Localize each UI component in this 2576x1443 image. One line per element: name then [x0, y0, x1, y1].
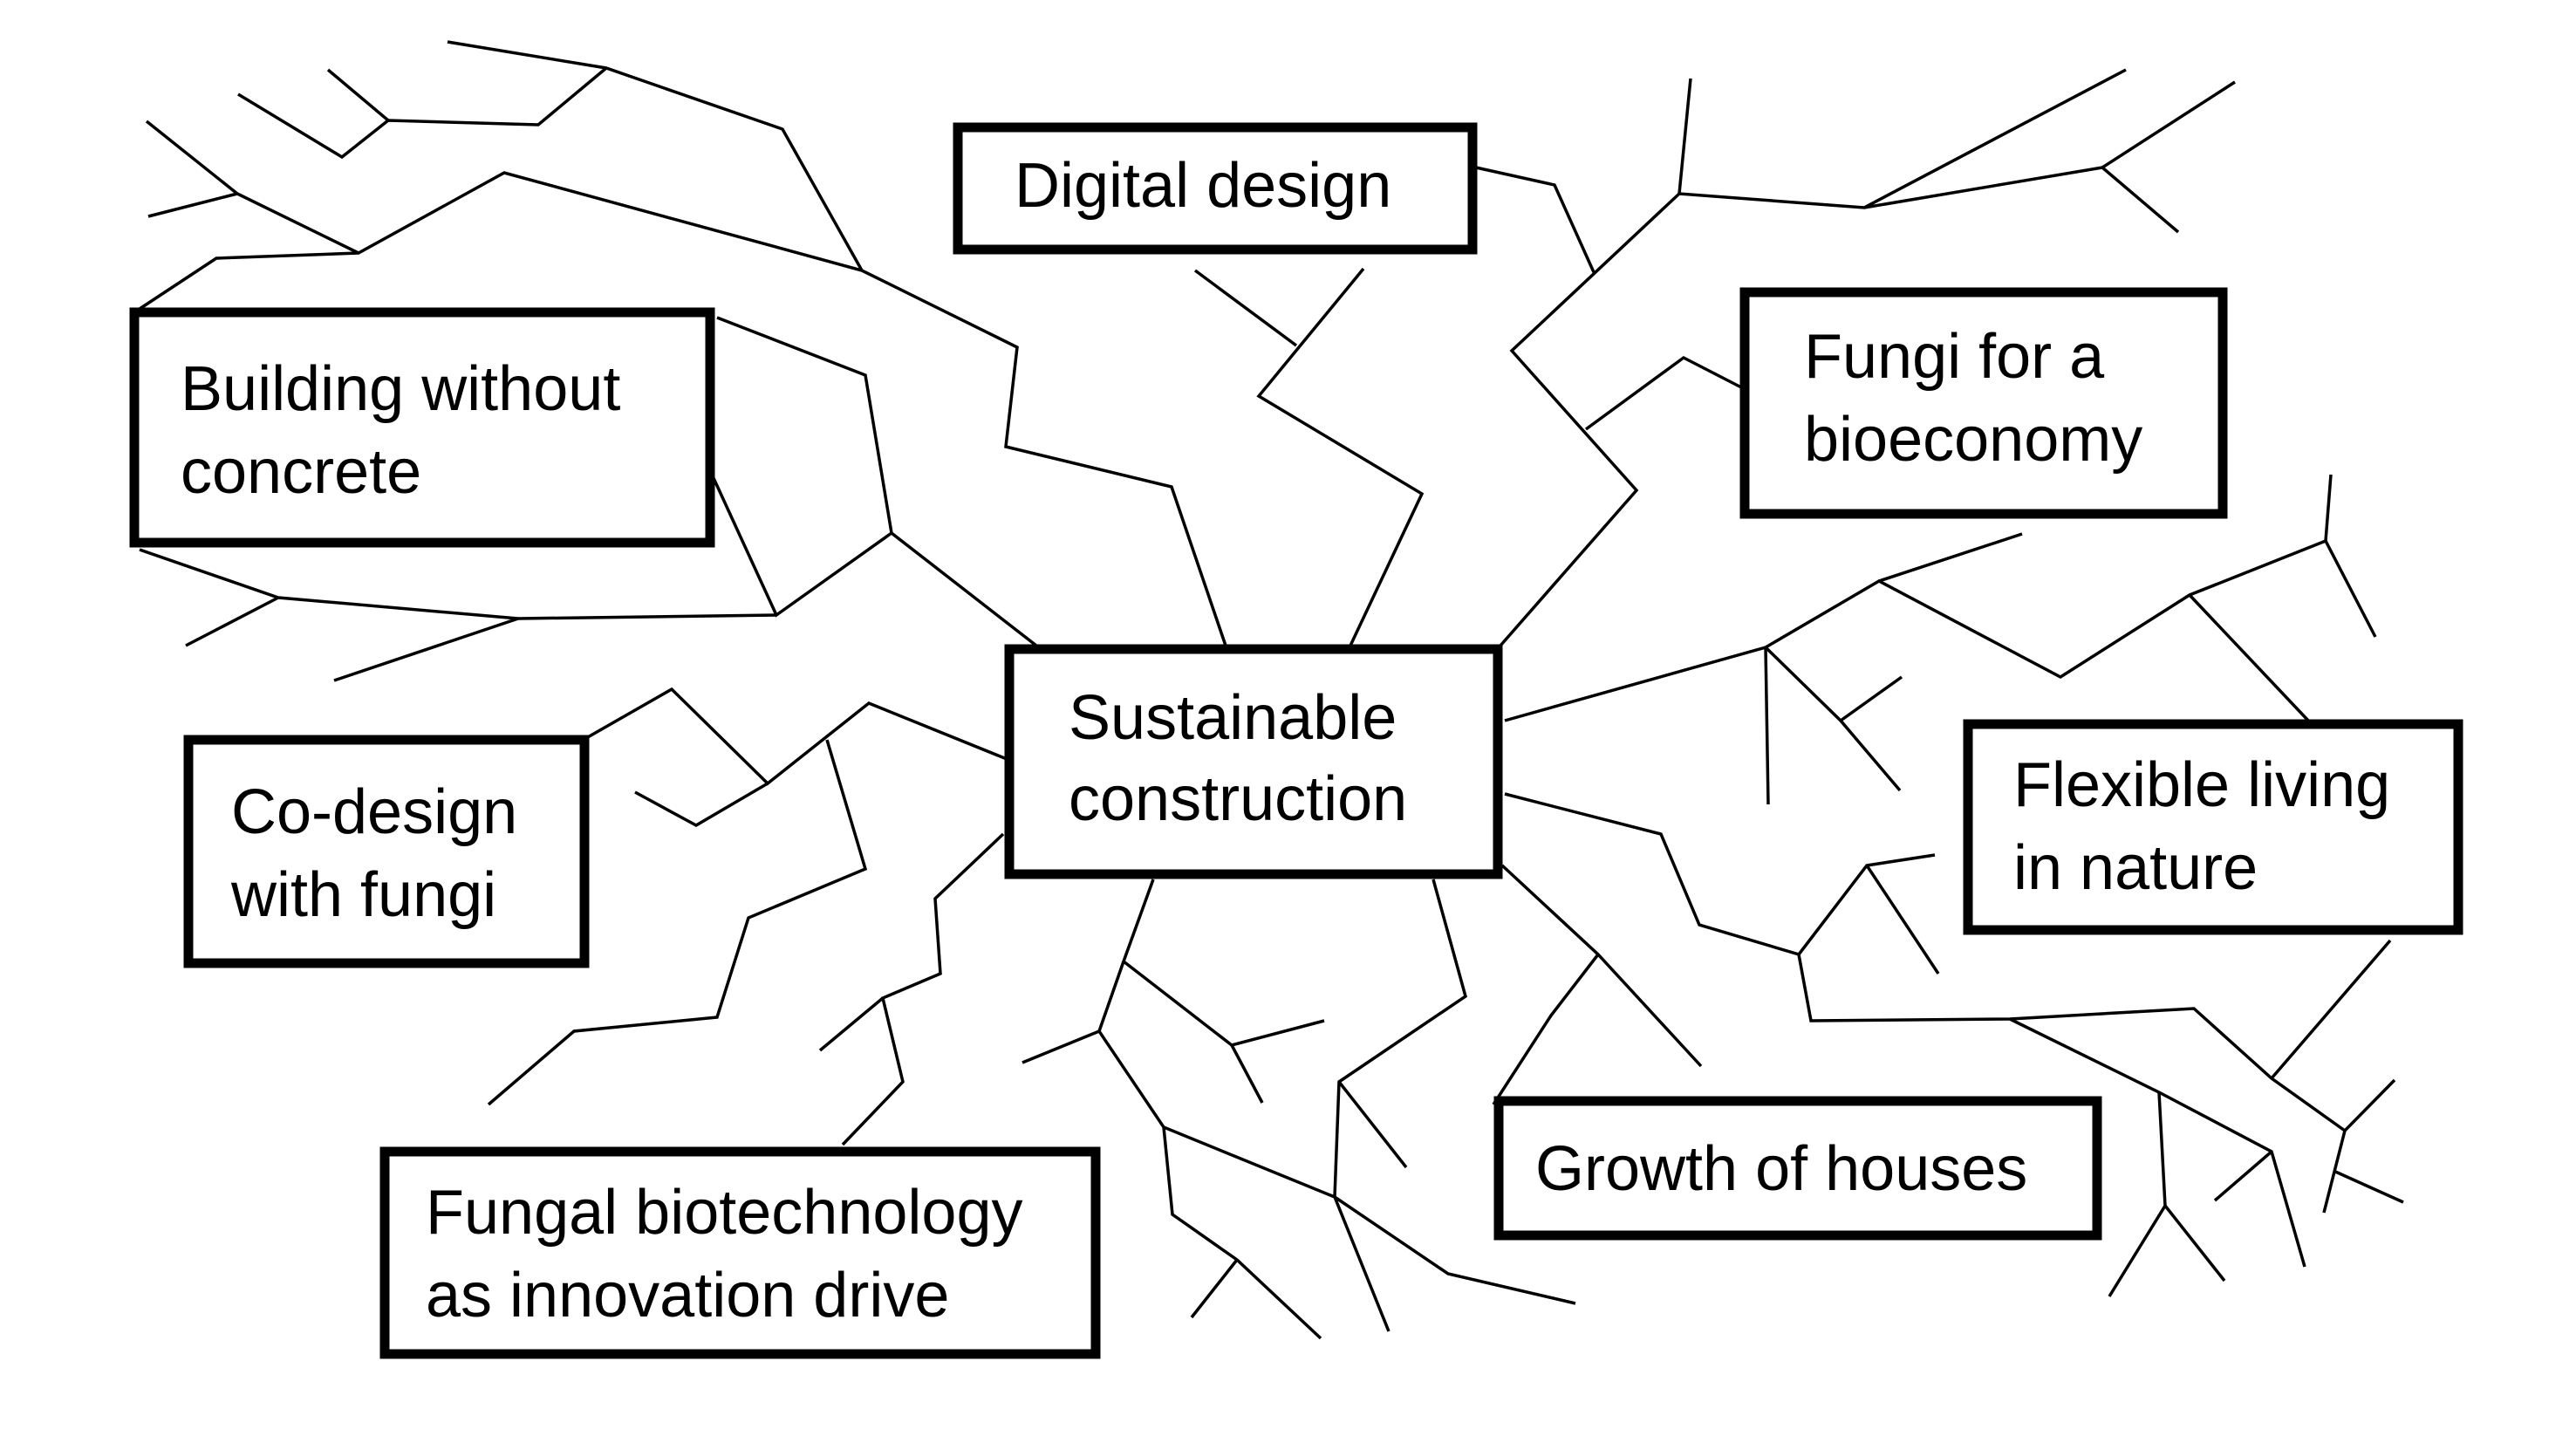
branch-left-mid-twig-2 — [333, 617, 519, 682]
node-sustainable-construction: Sustainable construction — [1004, 644, 1503, 879]
branch-left-mid-trunk — [716, 316, 1038, 647]
branch-lower-right-arm-3 — [2108, 1091, 2167, 1297]
node-flexible-line-2: in nature — [2013, 833, 2258, 903]
branch-digital-design-trunk — [1256, 267, 1425, 646]
branch-bottom-center-twig-1 — [1337, 1080, 1408, 1169]
branch-bottom-center-trunk-2 — [1097, 879, 1336, 1199]
branch-bioeconomy-twig-4 — [1584, 355, 1746, 431]
branch-bioeconomy-twig-3 — [1475, 166, 1595, 273]
node-flexible-living-in-nature: Flexible living in nature — [1963, 719, 2463, 935]
branch-lower-right-twig-4 — [2270, 939, 2392, 1080]
branch-left-mid-twig-1 — [185, 596, 279, 647]
node-digital-design: Digital design — [953, 122, 1478, 255]
branch-growth-arm — [1492, 953, 1600, 1105]
node-building-line-1: Building without — [181, 354, 620, 424]
branch-bottom-center-twig-2 — [1122, 960, 1325, 1047]
branch-upper-left-twig-1 — [237, 66, 608, 160]
node-bioeconomy-line-1: Fungi for a — [1804, 322, 2105, 392]
branch-upper-left-arm — [447, 40, 864, 271]
branch-digital-design-twig — [1193, 269, 1298, 347]
branch-lower-left-arm — [585, 687, 1008, 786]
node-fungal-biotechnology: Fungal biotechnology as innovation drive — [379, 1146, 1101, 1359]
center-node-line-2: construction — [1069, 764, 1407, 834]
node-co-design-line-2: with fungi — [230, 860, 496, 930]
branch-flexible-twig-5 — [1839, 675, 1903, 722]
branch-growth-trunk — [1500, 864, 1703, 1068]
node-fungal-biotech-line-2: as innovation drive — [426, 1261, 949, 1330]
branch-bottom-center-trunk-1 — [1333, 879, 1468, 1332]
node-growth-of-houses: Growth of houses — [1493, 1096, 2102, 1241]
node-building-without-concrete: Building without concrete — [129, 307, 715, 548]
branch-lower-right-twig-1 — [1865, 865, 1940, 975]
branch-flexible-arm-1 — [1878, 532, 2023, 583]
node-fungi-for-a-bioeconomy: Fungi for a bioeconomy — [1739, 287, 2228, 519]
branch-flexible-trunk — [1504, 539, 2327, 722]
branch-lower-right-twig-3 — [2163, 1204, 2226, 1282]
branch-flexible-twig-1 — [2324, 474, 2333, 542]
branch-bioeconomy-trunk — [1499, 68, 2127, 647]
branch-flexible-twig-4 — [1764, 646, 1902, 792]
branch-left-mid-arm — [712, 477, 893, 618]
branch-lower-left-arm-2 — [487, 739, 868, 1106]
branch-bioeconomy-twig-2 — [1677, 78, 1692, 195]
branch-bottom-center-twig-3 — [1230, 1044, 1264, 1104]
branch-lower-right-arm-2 — [2009, 1017, 2306, 1268]
mycelium-branches — [136, 40, 2404, 1340]
branch-lower-right-twig-6 — [2333, 1169, 2404, 1204]
branch-bioeconomy-twig-1 — [2101, 80, 2236, 169]
branch-lower-left-twig-1 — [818, 996, 885, 1052]
branch-lower-right-trunk — [1504, 792, 2396, 1133]
branch-bottom-center-arm-2 — [1162, 1126, 1322, 1340]
branch-lower-right-twig-2 — [2213, 1150, 2273, 1202]
node-flexible-line-1: Flexible living — [2013, 750, 2390, 820]
center-node-line-1: Sustainable — [1069, 683, 1397, 753]
branch-upper-left-twig-2 — [326, 68, 390, 122]
node-digital-design-line-1: Digital design — [1015, 151, 1391, 221]
branch-upper-left-twig-3 — [145, 120, 359, 255]
branch-flexible-twig-2 — [2324, 540, 2377, 638]
node-co-design-with-fungi: Co-design with fungi — [183, 735, 590, 968]
node-fungal-biotech-line-1: Fungal biotechnology — [426, 1178, 1023, 1248]
branch-lower-left-twig-2 — [634, 782, 769, 828]
branch-bioeconomy-arm — [1863, 166, 2180, 234]
branch-bottom-center-twig-5 — [1190, 1258, 1239, 1319]
branch-flexible-arm-2 — [2188, 593, 2312, 724]
node-building-line-2: concrete — [181, 437, 421, 507]
branch-bottom-center-arm-1 — [1334, 1195, 1576, 1305]
branch-lower-left-trunk — [841, 832, 1005, 1146]
node-co-design-line-1: Co-design — [231, 777, 517, 847]
branch-left-mid-low — [139, 548, 777, 620]
branch-bottom-center-twig-4 — [1022, 1029, 1100, 1064]
branch-flexible-twig-3 — [1764, 646, 1770, 805]
node-bioeconomy-line-2: bioeconomy — [1804, 405, 2142, 475]
node-growth-line-1: Growth of houses — [1535, 1134, 2027, 1204]
branch-upper-left-twig-4 — [147, 192, 238, 218]
